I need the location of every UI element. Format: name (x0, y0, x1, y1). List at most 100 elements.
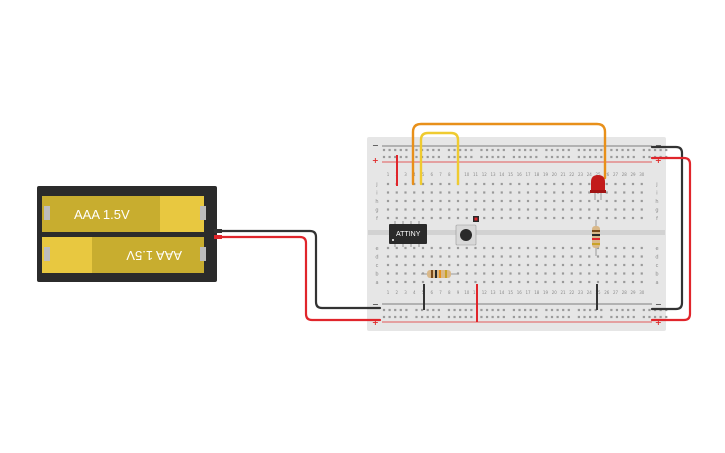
rail-hole[interactable] (562, 148, 565, 152)
breadboard-hole[interactable] (430, 191, 433, 194)
rail-hole[interactable] (524, 155, 527, 159)
rail-hole[interactable] (627, 148, 630, 152)
breadboard-hole[interactable] (553, 246, 556, 250)
breadboard-hole[interactable] (456, 255, 460, 258)
rail-hole[interactable] (648, 155, 651, 159)
resistor-vertical[interactable] (592, 220, 600, 256)
rail-hole[interactable] (600, 148, 603, 152)
rail-hole[interactable] (459, 155, 462, 159)
breadboard-hole[interactable] (509, 182, 512, 186)
breadboard-hole[interactable] (421, 263, 425, 267)
breadboard-hole[interactable] (474, 246, 477, 250)
breadboard-hole[interactable] (570, 280, 573, 284)
rail-hole[interactable] (659, 148, 662, 152)
rail-hole[interactable] (535, 308, 538, 312)
rail-hole[interactable] (512, 308, 516, 312)
breadboard-hole[interactable] (579, 272, 582, 275)
breadboard-hole[interactable] (518, 272, 521, 275)
breadboard-hole[interactable] (439, 255, 442, 258)
breadboard-hole[interactable] (623, 199, 626, 203)
rail-hole[interactable] (432, 315, 435, 319)
breadboard-hole[interactable] (553, 216, 556, 220)
wire-black-battery-ground[interactable] (220, 229, 382, 310)
breadboard-hole[interactable] (553, 263, 556, 267)
rail-hole[interactable] (518, 155, 521, 159)
rail-hole[interactable] (642, 148, 645, 152)
breadboard-hole[interactable] (456, 191, 460, 194)
breadboard-hole[interactable] (439, 208, 442, 211)
breadboard-hole[interactable] (404, 199, 407, 203)
breadboard-hole[interactable] (535, 182, 538, 186)
breadboard-hole[interactable] (535, 191, 538, 194)
rail-hole[interactable] (665, 148, 668, 152)
breadboard-hole[interactable] (544, 255, 547, 258)
breadboard-hole[interactable] (623, 216, 626, 220)
rail-hole[interactable] (588, 148, 592, 152)
rail-hole[interactable] (588, 308, 592, 312)
rail-hole[interactable] (415, 155, 418, 159)
breadboard-hole[interactable] (561, 216, 565, 220)
rail-hole[interactable] (399, 315, 402, 319)
rail-hole[interactable] (447, 148, 451, 152)
rail-hole[interactable] (632, 308, 635, 312)
rail-hole[interactable] (512, 315, 516, 319)
rail-hole[interactable] (382, 315, 386, 319)
breadboard-hole[interactable] (605, 208, 608, 211)
rail-hole[interactable] (447, 155, 451, 159)
breadboard-hole[interactable] (579, 263, 582, 267)
breadboard-hole[interactable] (439, 246, 442, 250)
breadboard-hole[interactable] (535, 199, 538, 203)
breadboard-hole[interactable] (623, 191, 626, 194)
breadboard-hole[interactable] (395, 272, 398, 275)
rail-hole[interactable] (588, 315, 592, 319)
breadboard-hole[interactable] (474, 191, 477, 194)
breadboard-hole[interactable] (526, 280, 530, 284)
rail-hole[interactable] (497, 155, 500, 159)
breadboard-hole[interactable] (491, 208, 495, 211)
breadboard-hole[interactable] (413, 208, 416, 211)
breadboard-hole[interactable] (500, 182, 503, 186)
rail-hole[interactable] (642, 308, 645, 312)
rail-hole[interactable] (621, 148, 624, 152)
rail-hole[interactable] (665, 315, 668, 319)
rail-hole[interactable] (562, 315, 565, 319)
breadboard-hole[interactable] (500, 191, 503, 194)
rail-hole[interactable] (405, 155, 408, 159)
breadboard-hole[interactable] (430, 208, 433, 211)
breadboard-hole[interactable] (640, 272, 643, 275)
rail-hole[interactable] (583, 308, 586, 312)
breadboard-hole[interactable] (413, 191, 416, 194)
breadboard-hole[interactable] (631, 182, 635, 186)
rail-hole[interactable] (621, 308, 624, 312)
rail-hole[interactable] (567, 148, 570, 152)
breadboard-hole[interactable] (561, 182, 565, 186)
rail-hole[interactable] (415, 315, 418, 319)
breadboard-hole[interactable] (483, 246, 486, 250)
breadboard-hole[interactable] (421, 208, 425, 211)
breadboard-hole[interactable] (614, 199, 617, 203)
breadboard-hole[interactable] (535, 216, 538, 220)
breadboard-hole[interactable] (465, 263, 468, 267)
breadboard-hole[interactable] (465, 272, 468, 275)
breadboard-hole[interactable] (588, 246, 591, 250)
rail-hole[interactable] (491, 308, 494, 312)
rail-hole[interactable] (502, 315, 505, 319)
breadboard-hole[interactable] (456, 280, 460, 284)
breadboard-hole[interactable] (413, 182, 416, 186)
breadboard-hole[interactable] (570, 255, 573, 258)
rail-hole[interactable] (485, 315, 489, 319)
breadboard-hole[interactable] (509, 191, 512, 194)
breadboard-hole[interactable] (544, 216, 547, 220)
breadboard-hole[interactable] (491, 272, 495, 275)
rail-hole[interactable] (388, 148, 391, 152)
breadboard-hole[interactable] (386, 191, 390, 194)
breadboard-hole[interactable] (526, 182, 530, 186)
breadboard-hole[interactable] (561, 246, 565, 250)
breadboard-hole[interactable] (640, 280, 643, 284)
rail-hole[interactable] (583, 155, 586, 159)
rail-hole[interactable] (447, 315, 451, 319)
breadboard-hole[interactable] (605, 216, 608, 220)
breadboard-hole[interactable] (386, 263, 390, 267)
rail-hole[interactable] (426, 315, 429, 319)
rail-hole[interactable] (426, 308, 429, 312)
